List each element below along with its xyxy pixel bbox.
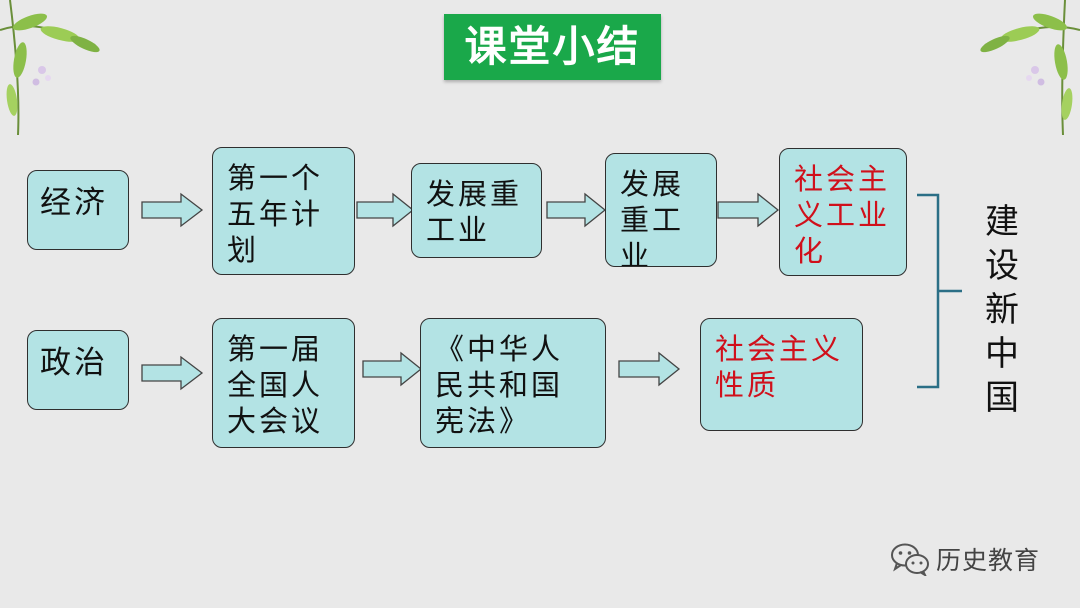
arrow-right-icon (356, 192, 415, 228)
step-first-npc-session: 第一届全国人大会议 (212, 318, 355, 448)
slide-title: 课堂小结 (444, 14, 661, 80)
conclusion-char: 新 (985, 290, 1019, 330)
arrow-right-icon (362, 351, 423, 387)
watermark-text: 历史教育 (936, 546, 1041, 575)
brace-bracket (917, 193, 962, 389)
arrow-right-icon (141, 192, 204, 228)
result-socialist-industrialization: 社会主义工业化 (779, 148, 907, 276)
arrow-right-icon (618, 351, 681, 387)
step-first-five-year-plan: 第一个五年计划 (212, 147, 355, 275)
conclusion-build-new-china: 建 设 新 中 国 (978, 200, 1026, 420)
leaf-decoration-right (980, 0, 1080, 136)
arrow-right-icon (717, 192, 780, 228)
watermark: 历史教育 (890, 536, 1040, 582)
step-heavy-industry-2: 发展重工业 (605, 153, 717, 267)
wechat-icon (891, 543, 929, 576)
arrow-right-icon (141, 355, 204, 391)
arrow-right-icon (546, 192, 607, 228)
conclusion-char: 国 (985, 378, 1019, 418)
result-socialist-nature: 社会主义性质 (700, 318, 863, 431)
step-heavy-industry-1: 发展重工业 (411, 163, 542, 258)
conclusion-char: 设 (985, 246, 1019, 286)
conclusion-char: 建 (985, 202, 1019, 242)
step-prc-constitution: 《中华人民共和国宪法》 (420, 318, 606, 448)
conclusion-char: 中 (985, 334, 1019, 374)
leaf-decoration-left (0, 0, 100, 136)
label-economy: 经济 (27, 170, 129, 250)
label-politics: 政治 (27, 330, 129, 410)
